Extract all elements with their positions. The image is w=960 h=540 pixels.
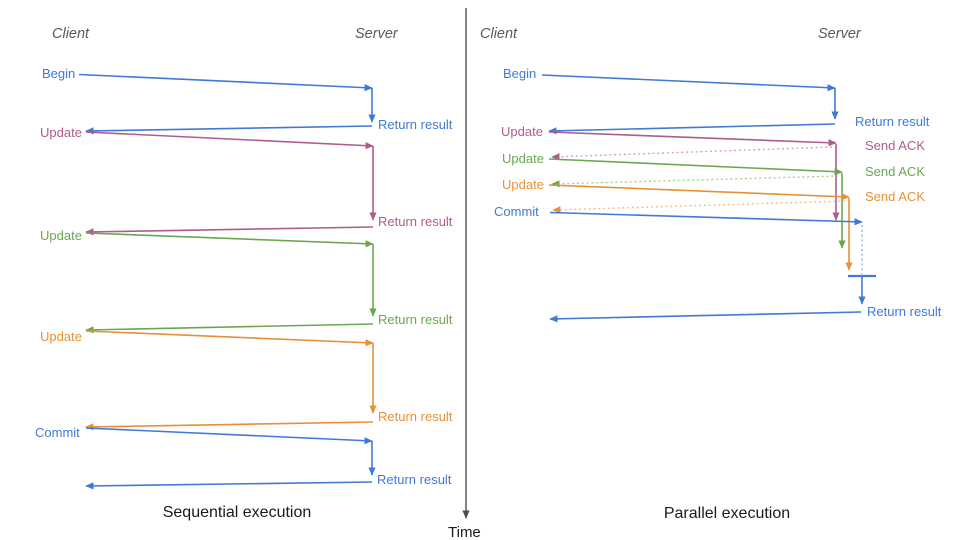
parallel-diagram: Client Server Begin Return result Update… [480,26,942,522]
seq-row-begin: Begin Return result [42,66,453,135]
time-axis: Time [448,8,481,540]
par-row-begin: Begin Return result [503,66,930,135]
ack-label: Send ACK [865,164,925,179]
request-label: Update [40,228,82,243]
seq-row-commit: Commit Return result [35,425,452,490]
seq-row-update-3: Update Return result [40,329,453,431]
time-axis-label: Time [448,524,481,540]
request-label: Update [40,329,82,344]
request-arrow [549,211,863,226]
response-label: Return result [378,214,453,229]
par-row-update-1: Update Send ACK [501,124,925,221]
response-arrow [85,481,373,490]
client-header: Client [52,26,90,42]
par-row-update-3: Update Send ACK [502,177,925,271]
request-label: Update [502,151,544,166]
request-label: Update [40,125,82,140]
request-arrow [548,131,837,147]
request-arrow [85,232,374,248]
sequential-diagram: Client Server Begin Return result Update… [35,26,453,521]
request-arrow [541,74,836,92]
ack-response-arrow [552,200,846,214]
request-arrow [548,184,850,201]
request-arrow [85,131,374,150]
response-arrow [85,125,373,135]
seq-row-update-1: Update Return result [40,125,453,236]
response-label: Return result [378,312,453,327]
request-arrow [548,158,843,176]
par-row-update-2: Update Send ACK [502,151,925,249]
request-label: Update [501,124,543,139]
request-label: Commit [35,425,80,440]
par-row-commit: Commit Return result [494,204,942,323]
response-arrow [549,311,862,323]
response-label: Return result [377,472,452,487]
response-arrow [85,226,374,236]
client-header: Client [480,26,518,42]
sequential-caption: Sequential execution [163,504,312,521]
ack-label: Send ACK [865,189,925,204]
request-label: Update [502,177,544,192]
ack-response-arrow [551,146,833,161]
response-label: Return result [378,117,453,132]
server-header: Server [355,26,399,42]
server-header: Server [818,26,862,42]
response-label: Return result [378,409,453,424]
request-arrow [78,73,373,92]
request-arrow [85,330,374,347]
request-label: Begin [503,66,536,81]
request-arrow [85,427,373,445]
response-arrow [85,323,374,334]
response-arrow [85,421,374,431]
ack-response-arrow [551,175,839,188]
seq-row-update-2: Update Return result [40,228,453,334]
ack-label: Send ACK [865,138,925,153]
request-label: Begin [42,66,75,81]
response-label: Return result [867,304,942,319]
parallel-caption: Parallel execution [664,505,790,522]
response-arrow [548,123,836,135]
response-label: Return result [855,114,930,129]
request-label: Commit [494,204,539,219]
